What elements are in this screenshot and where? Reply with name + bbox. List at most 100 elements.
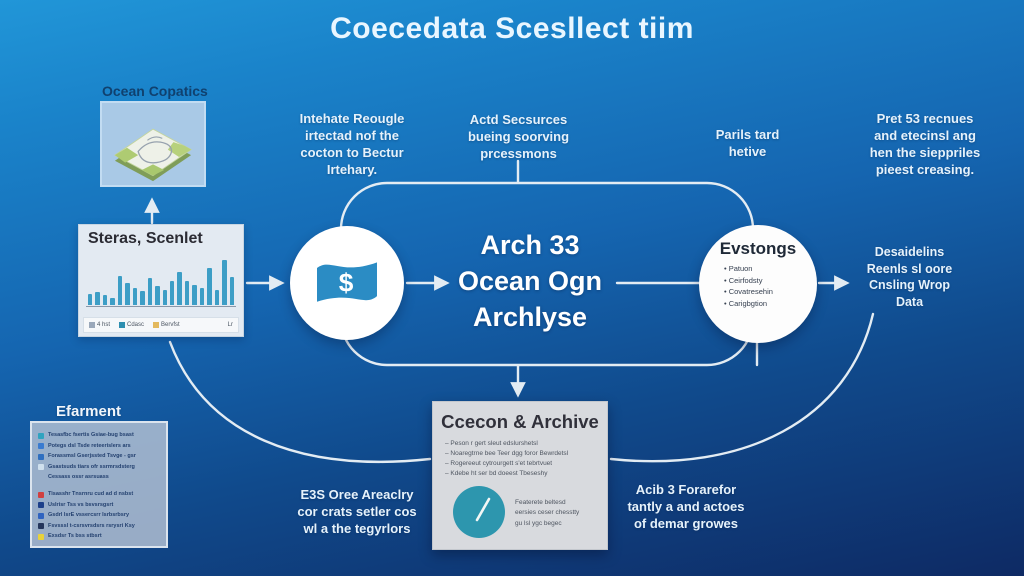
text-line: Cnsling Wrop [868,278,950,292]
text-line: prcessmons [480,146,557,162]
bar [184,281,190,305]
list-item: • Carigbgtion [724,298,768,308]
text-line: Actd Secsurces [469,112,568,127]
chart-legend-item: 4 hst [89,322,110,328]
text-line: Ocean Ogn [457,265,603,296]
bar [88,294,93,305]
bar [102,295,108,305]
chart-axis [86,306,236,307]
legend-row: Forassmsl Gserjssted Tsvge - gsr [38,453,161,460]
list-item: • Covatresehin [724,287,773,297]
text-line: Irtehary. [326,162,378,178]
bar [140,291,145,305]
page-title: Coecedata Scesllect tiim [330,12,694,45]
money-flag-node: $ [290,226,404,340]
chart-legend-item: Cdasc [119,322,144,328]
text-line: Archlyse [472,301,588,332]
island-map-icon [114,128,192,182]
legend-row: Gsdrl lsrE vssercsrr Isrbsrbsry [38,512,161,519]
archive-caption: Featerete beltesd eersies ceser chesstty g… [515,498,603,529]
bar [207,268,212,305]
legend-row: Exsdsr Ts bss stbsrt [38,533,161,540]
legend-row: Tisasshr Tnsrnru cud ad d nsbst [38,491,161,498]
text-line: E3S Oree Areaclry [300,487,414,502]
bar [125,282,130,305]
text-line: Featerete beltesd [515,499,566,506]
legend-row: Gsastsuds tiars ofr ssrmrsdsterg [38,464,161,471]
legend-row: Cessass ossr asrsuass [48,474,109,480]
bar [95,292,100,305]
text-line: eersies ceser chesstty [515,509,580,517]
bar [199,288,205,305]
text-line: Reenls sl oore [866,261,953,276]
chart-legend-item: Lr [227,322,233,328]
efarment-title: Efarment [56,403,122,420]
chart-bars [88,256,235,305]
text-line: Parils tard [715,127,780,142]
text-line: pieest creasing. [875,162,975,178]
list-item: – Peson r gert sleut edslurshetsl [445,440,538,447]
gauge-icon [453,486,505,538]
text-line: tantly a and actoes [627,499,745,515]
evstongs-title: Evstongs [719,239,797,258]
bar [192,285,197,305]
text-line: Desaidelins [874,245,945,259]
legend-row: Potegs dsl Tsde reteerislers ars [38,443,161,450]
list-item: – Rogereeut cytrourgett s'et tebrtvuet [445,460,553,468]
text-line: gu lsl ygc begec [515,519,562,527]
archive-title: Ccecon & Archive [441,411,599,432]
bar [110,297,115,305]
bar-chart-panel: Steras, Scenlet 4 hst Cdasc Bervfst Lr [78,224,244,337]
evstongs-bullets: • Patuon • Ceirfodsty • Covatresehin• Cari… [724,263,817,310]
note-parils: Parils tard hetive [690,126,805,160]
bar [132,287,138,305]
list-item: – Kdebe ht ser bd doeest Tbeseshy [445,470,548,478]
evstongs-node: Evstongs • Patuon • Ceirfodsty • Covatrese… [699,225,817,343]
map-label: Ocean Copatics [102,83,208,99]
bar [177,271,182,305]
legend-row: Uslrisr Tss vs bsvsrsgsrt [38,502,161,509]
list-item: • Patuon [724,264,753,273]
chart-legend-item: Bervfst [153,322,180,328]
bar [229,276,235,305]
text-line: bueing soorving [467,129,570,145]
text-line: Pret 53 recnues [876,111,974,126]
text-line: Intehate Reougle [299,111,405,126]
chart-title: Steras, Scenlet [88,230,203,247]
svg-text:$: $ [339,267,354,297]
legend-row: Tesasfbc fsertis Gsiae-bug bsast [38,432,161,439]
text-line: Acib 3 Forarefor [635,482,737,497]
legend-row: Fsvsssl t-csrsvrsdsrs rsrysri Ksy [38,523,161,530]
bar [117,275,123,305]
text-line: Data [895,294,924,309]
text-line: and etecinsl ang [874,128,976,144]
bar [155,286,160,305]
bar [169,280,175,305]
archive-panel: Ccecon & Archive – Peson r gert sleut ed… [432,401,608,550]
bar [162,290,167,305]
chart-legend: 4 hst Cdasc Bervfst Lr [83,317,239,333]
text-line: of demar growes [633,516,739,532]
curve-chart-to-archive [168,340,432,463]
text-line: hen the sieppriles [869,145,981,161]
list-item: – Noaregtrne bee Teer dgg foror Bewrdets… [445,450,569,458]
dollar-flag-icon: $ [317,262,377,302]
curve-note-to-archive [609,312,875,463]
list-item: • Ceirfodsty [724,275,763,285]
text-line: hetive [728,144,767,160]
text-line: cor crats setler cos [297,504,417,520]
bar [214,290,220,305]
text-line: Arch 33 [480,230,580,260]
ocean-map-thumbnail [100,101,206,187]
archive-bullets: – Peson r gert sleut edslurshetsl – Noare… [445,439,599,479]
text-line: cocton to Bectur [300,145,404,161]
